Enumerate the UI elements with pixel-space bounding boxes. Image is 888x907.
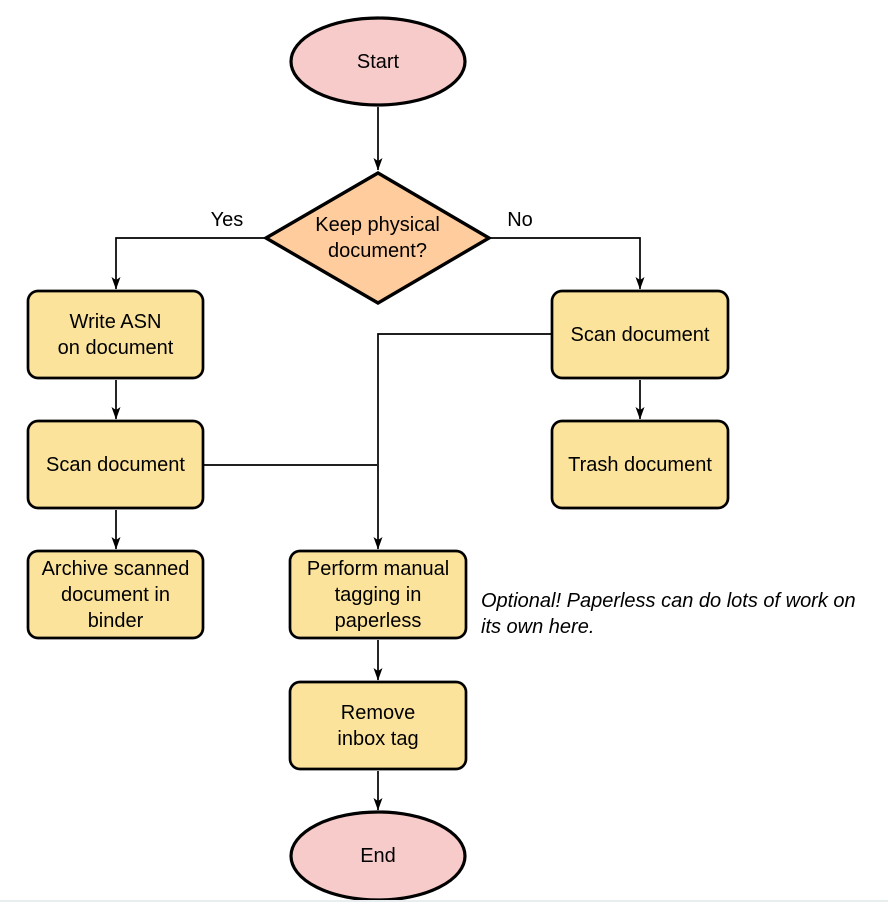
scan-document-left-box <box>26 419 205 510</box>
edge-decision-yes <box>111 237 265 290</box>
no-branch-label: No <box>507 209 533 231</box>
bottom-divider <box>0 900 888 902</box>
remove-inbox-tag-box <box>288 680 468 771</box>
start-ellipse <box>289 16 467 107</box>
archive-box <box>26 549 205 640</box>
edge-scanright-to-tagging <box>373 333 552 550</box>
trash-document-box <box>550 419 730 510</box>
decision-diamond <box>262 171 493 305</box>
optional-note: Optional! Paperless can do lots of work … <box>481 590 856 638</box>
scan-document-right-box <box>550 289 730 380</box>
connector-layer <box>111 107 645 811</box>
end-ellipse <box>289 810 467 902</box>
edge-decision-no <box>490 237 645 290</box>
yes-branch-label: Yes <box>210 209 244 231</box>
manual-tagging-box <box>288 549 468 640</box>
write-asn-box <box>26 289 205 380</box>
